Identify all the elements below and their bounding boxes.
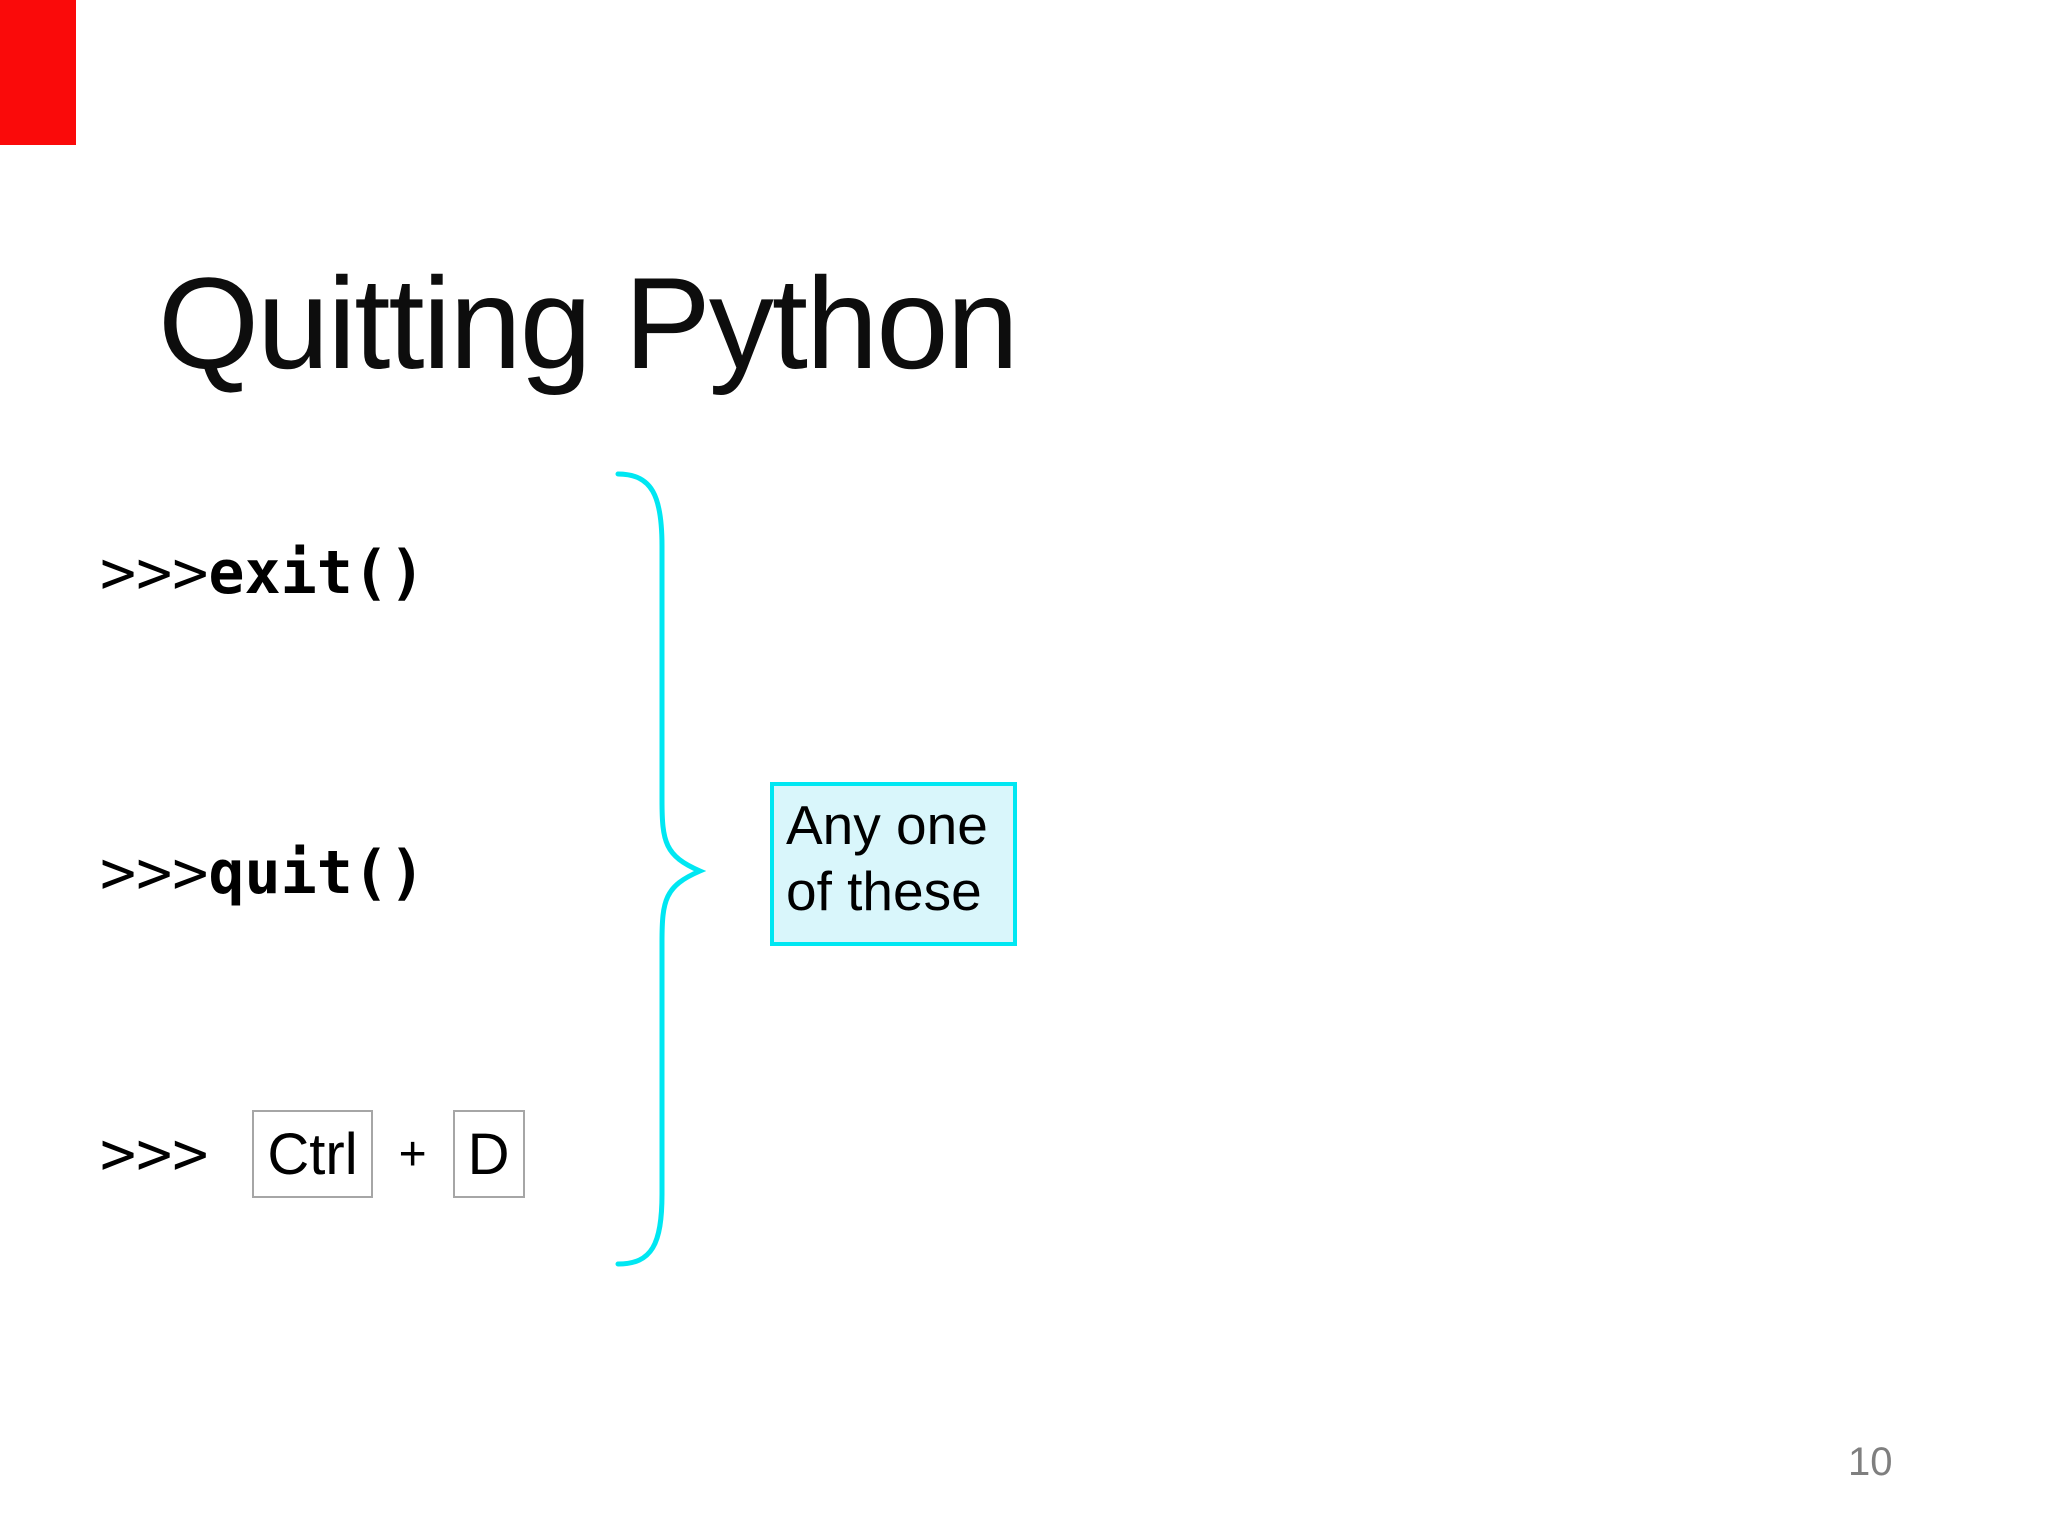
repl-prompt: >>> [100, 538, 209, 608]
right-curly-brace-icon [615, 471, 706, 1267]
callout-line-1: Any one [786, 794, 988, 856]
page-number: 10 [1848, 1440, 1893, 1484]
red-corner-marker [0, 0, 76, 145]
code-command-quit: quit() [208, 838, 426, 908]
code-command-exit: exit() [208, 538, 426, 608]
repl-prompt: >>> [100, 838, 209, 908]
code-line-exit: >>>exit() [100, 540, 425, 606]
plus-sign: + [398, 1127, 427, 1181]
callout-box: Any one of these [770, 782, 1017, 946]
keycap-ctrl: Ctrl [252, 1110, 373, 1198]
code-line-quit: >>>quit() [100, 840, 425, 906]
keycap-d: D [452, 1110, 525, 1198]
page-title: Quitting Python [158, 250, 1019, 396]
code-line-shortcut: >>> Ctrl + D [100, 1110, 525, 1198]
callout-line-2: of these [786, 860, 982, 922]
repl-prompt: >>> [100, 1119, 209, 1189]
